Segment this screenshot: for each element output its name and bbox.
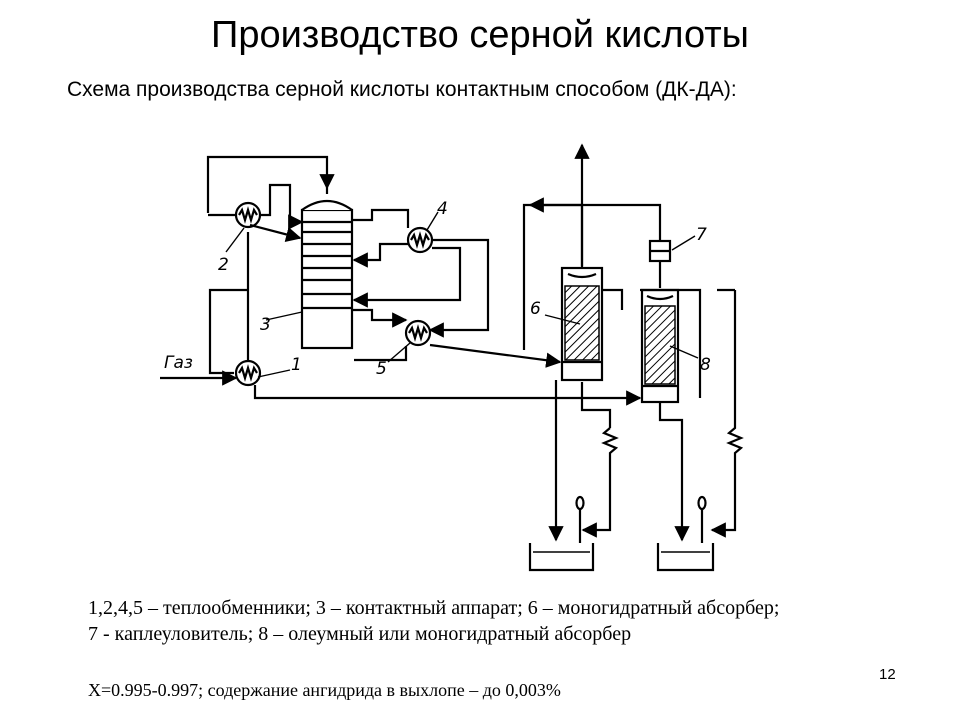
absorber-8 [640,288,680,404]
legend-line-2: 7 - каплеуловитель; 8 – олеумный или мон… [88,623,632,645]
label-2: 2 [218,255,229,275]
heat-exchanger-4 [406,226,434,254]
label-4: 4 [437,199,448,219]
label-1: 1 [291,355,302,375]
label-5: 5 [376,359,387,379]
label-3: 3 [260,315,271,335]
page-number: 12 [879,666,896,683]
slide-subtitle: Схема производства серной кислоты контак… [67,78,737,101]
legend-line-1: 1,2,4,5 – теплообменники; 3 – контактный… [88,597,780,619]
heat-exchanger-2 [234,201,262,229]
heat-exchanger-1 [234,359,262,387]
legend: 1,2,4,5 – теплообменники; 3 – контактный… [88,595,779,647]
droplet-separator-7 [648,239,672,263]
label-7: 7 [696,225,707,245]
slide-title: Производство серной кислоты [211,14,749,56]
acid-tank-1 [528,495,595,572]
acid-tank-2 [656,495,715,572]
heat-exchanger-5 [404,319,432,347]
label-gas: Газ [164,353,193,373]
conversion-note: X=0.995-0.997; содержание ангидрида в вы… [88,680,561,700]
absorber-6 [560,266,604,382]
label-6: 6 [530,299,541,319]
contact-apparatus-3 [300,188,354,350]
label-8: 8 [700,355,711,375]
